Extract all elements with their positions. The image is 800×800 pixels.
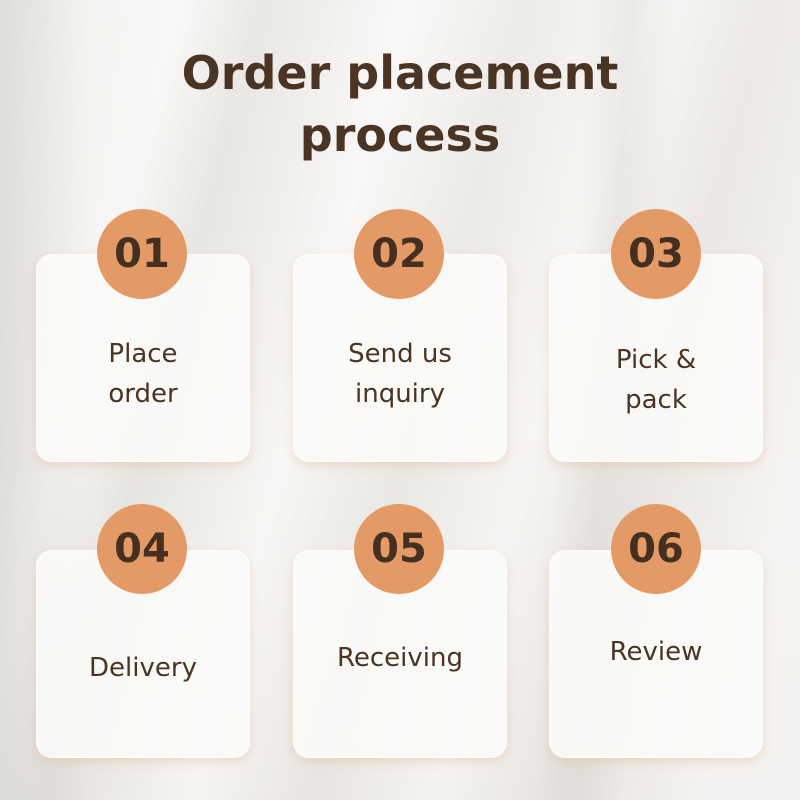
step-label: Place order: [108, 339, 178, 409]
step-card-04: Delivery: [36, 550, 250, 758]
step-number-badge: 02: [354, 209, 444, 299]
step-number-badge: 01: [97, 209, 187, 299]
step-label: Send us inquiry: [348, 339, 452, 409]
step-number-badge: 04: [97, 504, 187, 594]
step-label: Review: [609, 637, 703, 667]
step-label: Delivery: [89, 653, 197, 683]
page-title: Order placement process: [181, 46, 619, 162]
step-label: Receiving: [336, 643, 463, 673]
step-number-badge: 05: [354, 504, 444, 594]
step-number-badge: 03: [611, 209, 701, 299]
step-label: Pick & pack: [615, 345, 697, 415]
step-number-badge: 06: [611, 504, 701, 594]
